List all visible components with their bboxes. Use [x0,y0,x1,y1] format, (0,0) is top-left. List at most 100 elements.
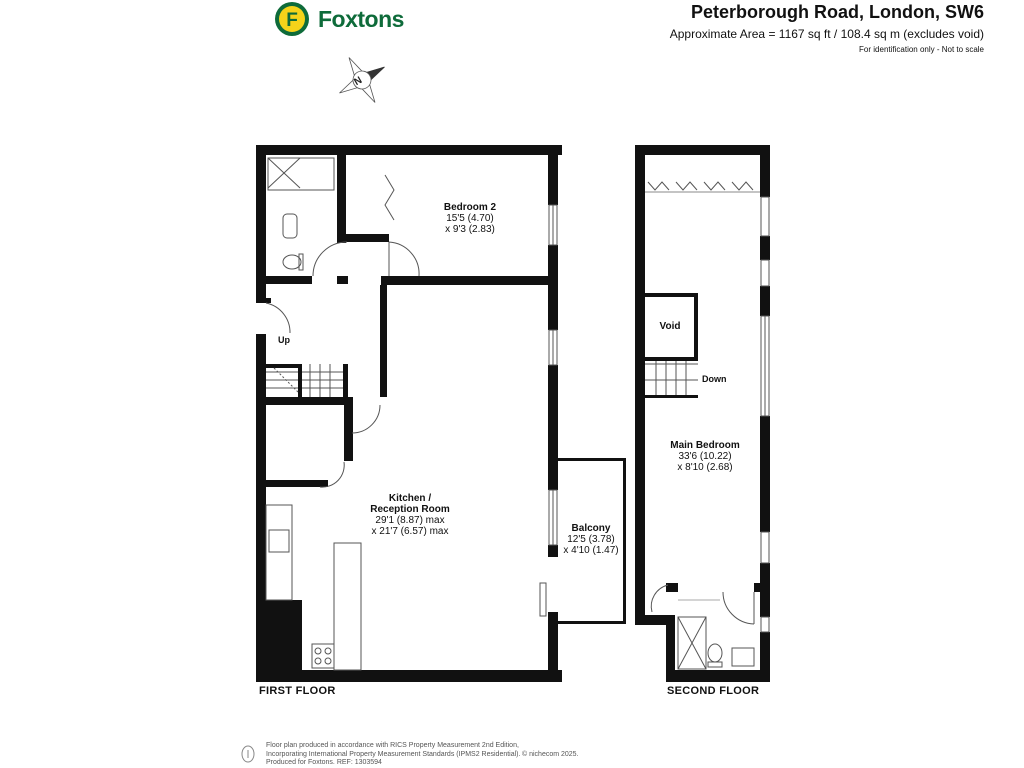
room-bedroom-2: Bedroom 2 15'5 (4.70) x 9'3 (2.83) [420,202,520,235]
first-floor-fixtures [265,157,558,671]
worktop [265,504,293,601]
wall [548,545,558,557]
first-floor-label: FIRST FLOOR [259,685,336,697]
wall [760,236,770,260]
room-dimension: x 9'3 (2.83) [445,224,495,235]
room-void: Void [648,321,692,332]
wall [266,480,328,487]
room-dimension: 33'6 (10.22) [678,451,732,462]
door-swing [722,591,755,625]
door-swing [265,302,291,334]
wall [666,615,675,682]
room-name: Reception Room [370,504,450,515]
stairs-down-label: Down [702,374,727,384]
wall [666,670,770,682]
room-kitchen-reception: Kitchen / Reception Room 29'1 (8.87) max… [350,493,470,537]
wall [548,245,558,330]
footer-line: Produced for Foxtons. REF: 1303594 [266,759,382,766]
wall [548,365,558,490]
wall [760,416,770,532]
copyright-text: © nichecom 2025. [522,751,579,758]
wall [635,145,770,155]
wall [256,298,271,303]
window [760,531,770,564]
door-swing [312,241,348,277]
wall [337,155,346,243]
compass-letter: N [352,75,364,88]
toilet [707,643,723,663]
basin [731,647,755,667]
wall [343,364,348,404]
compass-icon [339,57,385,103]
room-balcony: Balcony 12'5 (3.78) x 4'10 (1.47) [556,523,626,556]
wall [380,285,387,397]
door-swing [319,461,345,488]
second-floor-label: SECOND FLOOR [667,685,760,697]
footer-line: Incorporating International Property Mea… [266,750,521,758]
wall [381,276,558,285]
wall [635,615,675,625]
sink [268,529,290,553]
wardrobe-door [384,174,395,221]
balcony-door [539,582,547,617]
wall [760,145,770,197]
scale-note: For identification only - Not to scale [859,45,984,54]
footer-text: Floor plan produced in accordance with R… [266,742,520,768]
room-name: Kitchen / [388,493,432,504]
stairs [266,364,343,397]
window [760,196,770,237]
kitchen-island [333,542,362,671]
approximate-area: Approximate Area = 1167 sq ft / 108.4 sq… [669,27,984,41]
void-wall [645,293,698,297]
balcony-wall [558,458,626,461]
room-name: Main Bedroom [670,440,740,451]
room-name: Balcony [571,523,611,534]
wall [266,276,312,284]
wall [344,397,353,461]
balcony-wall [558,621,626,624]
cupboard-block [258,600,302,672]
wall [298,364,302,400]
wall [760,632,770,682]
wardrobe-doors [647,181,754,191]
basin [282,213,298,239]
wall [666,583,678,592]
wall [548,612,558,682]
foxtons-logo: F [275,2,309,36]
room-dimension: 29'1 (8.87) max [375,515,445,526]
room-dimension: 12'5 (3.78) [567,534,615,545]
door-swing [650,584,669,613]
door-swing [388,241,420,277]
shower [677,616,707,670]
hob [311,643,335,669]
bath [267,157,335,191]
wall [337,276,348,284]
wall [256,334,266,682]
room-dimension: x 21'7 (6.57) max [371,526,449,537]
room-dimension: 15'5 (4.70) [446,213,494,224]
wall [635,145,645,625]
void-wall [694,293,698,361]
stairs-up-label: Up [278,335,290,345]
window [760,259,770,287]
stairs [645,361,698,395]
room-dimension: x 8'10 (2.68) [677,462,733,473]
toilet [282,254,302,270]
room-name: Bedroom 2 [443,202,497,213]
first-floor-plan [256,145,626,682]
wall [266,397,352,405]
wall [256,145,562,155]
balcony-wall [623,458,626,624]
wall [266,364,300,368]
wall [256,145,266,302]
wall [754,583,770,592]
window [760,616,770,633]
wall [337,234,389,242]
wall [548,145,558,205]
footer-line: Floor plan produced in accordance with R… [266,742,519,749]
door-swing [351,404,381,434]
second-floor-plan [635,145,770,682]
wall [256,670,562,682]
void-wall [645,357,698,361]
